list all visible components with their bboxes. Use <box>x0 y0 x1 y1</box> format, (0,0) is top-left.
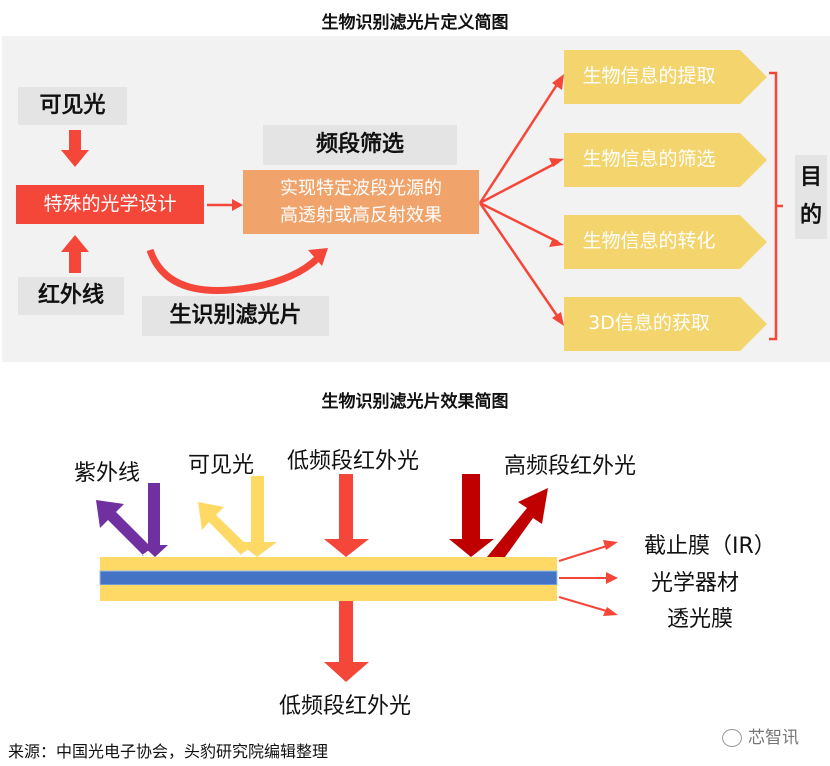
high-ir-label: 高频段红外光 <box>504 454 637 479</box>
transmitted-label: 低频段红外光 <box>279 694 412 719</box>
effect-line-1: 实现特定波段光源的 <box>280 178 442 199</box>
layer-label-transmissive: 透光膜 <box>667 607 734 632</box>
purpose-char: 的 <box>799 203 822 228</box>
purpose-item: 3D信息的获取 <box>564 297 769 350</box>
low-ir-label: 低频段红外光 <box>287 449 420 474</box>
purpose-side-label: 目 的 <box>795 155 827 239</box>
layer-pointer-arrows <box>558 544 611 613</box>
filter-label: 生识别滤光片 <box>142 296 329 336</box>
uv-reflected-arrow-icon <box>96 500 152 556</box>
curved-arrow <box>146 248 321 294</box>
watermark: 芯智讯 <box>722 723 799 748</box>
watermark-text: 芯智讯 <box>748 728 799 748</box>
high-ir-reflected-arrow-icon <box>487 488 548 557</box>
purpose-chevrons <box>564 50 767 351</box>
effect-line-2: 高透射或高反射效果 <box>280 205 442 226</box>
visible-light-input: 可见光 <box>18 87 127 125</box>
purpose-char: 目 <box>799 165 822 190</box>
up-arrow-icon <box>61 235 89 273</box>
visible-incoming-arrow-icon <box>238 476 277 557</box>
effect-diagram-title: 生物识别滤光片效果简图 <box>321 392 509 412</box>
curved-arrowhead-icon <box>308 248 328 266</box>
effect-box: 实现特定波段光源的 高透射或高反射效果 <box>243 170 479 234</box>
visible-label: 可见光 <box>188 453 255 478</box>
optical-design-box: 特殊的光学设计 <box>16 185 204 224</box>
down-arrow-icon <box>61 130 89 167</box>
purpose-label: 生物信息的提取 <box>582 65 716 87</box>
fan-arrowheads <box>549 74 564 326</box>
purpose-item: 生物信息的提取 <box>564 50 769 103</box>
optical-material-layer <box>99 570 558 586</box>
infrared-input: 红外线 <box>18 277 124 315</box>
purpose-label: 3D信息的获取 <box>588 312 710 334</box>
purpose-item: 生物信息的转化 <box>564 215 769 268</box>
purpose-label: 生物信息的筛选 <box>582 148 716 170</box>
uv-incoming-arrow-icon <box>142 483 168 557</box>
low-ir-incoming-arrow-icon <box>324 474 369 557</box>
visible-reflected-arrow-icon <box>198 502 250 556</box>
source-note: 来源：中国光电子协会，头豹研究院编辑整理 <box>8 742 329 761</box>
bracket <box>769 71 783 341</box>
fan-arrows <box>478 79 562 321</box>
cutoff-film-layer <box>100 557 557 571</box>
uv-label: 紫外线 <box>74 461 141 486</box>
purpose-item: 生物信息的筛选 <box>564 133 769 186</box>
low-ir-transmitted-arrow-icon <box>324 601 369 682</box>
definition-diagram-title: 生物识别滤光片定义简图 <box>321 13 509 33</box>
band-filter-label: 频段筛选 <box>263 125 457 165</box>
high-ir-incoming-arrow-icon <box>449 474 494 557</box>
wechat-icon <box>722 729 742 747</box>
transmissive-film-layer <box>100 585 557 601</box>
purpose-label: 生物信息的转化 <box>582 230 716 252</box>
layer-label-cutoff: 截止膜（IR） <box>644 534 776 559</box>
layer-label-optical: 光学器材 <box>651 571 740 596</box>
arrowhead-icon <box>232 199 243 211</box>
